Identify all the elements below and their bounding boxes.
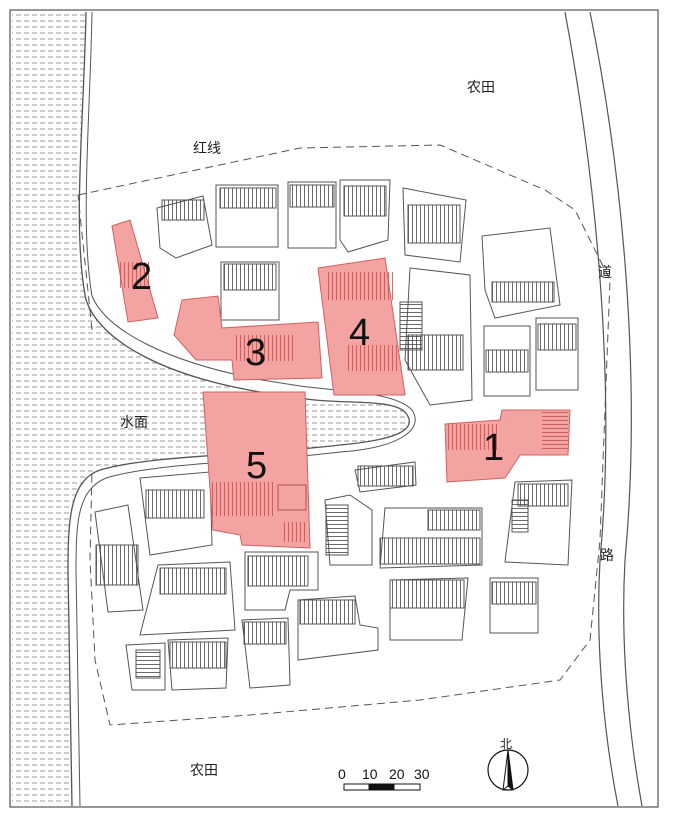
highlight-plot-4-roof bbox=[345, 345, 400, 371]
building-roof bbox=[135, 649, 161, 679]
building-roof bbox=[379, 537, 481, 565]
building-roof bbox=[95, 544, 139, 586]
north-arrow-icon bbox=[487, 749, 529, 792]
highlight-plot-5-roof bbox=[282, 522, 306, 542]
building-roof bbox=[343, 185, 387, 217]
building-roof bbox=[159, 567, 227, 595]
scale-tick-10: 10 bbox=[362, 766, 378, 782]
highlight-plot-2-roof bbox=[118, 262, 152, 288]
scale-bar bbox=[343, 783, 421, 791]
building-roof bbox=[485, 349, 529, 373]
building-roof bbox=[357, 465, 414, 487]
building-roof bbox=[145, 489, 205, 519]
building-roof bbox=[511, 499, 529, 533]
building-roof bbox=[243, 621, 287, 645]
plot-number-3: 3 bbox=[245, 332, 267, 374]
road-edge-east bbox=[589, 11, 643, 807]
building-roof bbox=[299, 599, 356, 625]
building-roof bbox=[491, 581, 537, 605]
plot-number-2: 2 bbox=[131, 256, 153, 298]
plot-number-5: 5 bbox=[246, 445, 268, 487]
highlighted-plots bbox=[111, 219, 571, 549]
building-roof bbox=[427, 509, 481, 531]
buildings bbox=[94, 179, 579, 691]
building-roof bbox=[399, 301, 423, 351]
building-roof bbox=[389, 579, 465, 609]
road-edge-west bbox=[564, 11, 619, 807]
building bbox=[481, 227, 561, 319]
north-label: 北 bbox=[500, 737, 513, 751]
highlight-plot-4-roof bbox=[325, 272, 395, 300]
farmland-south-label: 农田 bbox=[190, 763, 218, 779]
water-surface-label: 水面 bbox=[120, 415, 148, 431]
building-roof bbox=[161, 199, 205, 221]
highlight-plot-5-roof bbox=[210, 482, 275, 516]
plot-number-4: 4 bbox=[349, 312, 371, 354]
building-roof bbox=[537, 323, 577, 351]
highlight-plot-1-roof bbox=[542, 412, 568, 452]
building-roof bbox=[517, 483, 569, 507]
water-shoreline-inner bbox=[75, 11, 416, 807]
scale-tick-20: 20 bbox=[389, 766, 405, 782]
map-frame bbox=[9, 9, 659, 808]
building-roof bbox=[407, 204, 461, 244]
road-label-bottom: 路 bbox=[600, 548, 614, 564]
scale-tick-0: 0 bbox=[338, 766, 346, 782]
water-shoreline bbox=[67, 11, 410, 807]
farmland-north-label: 农田 bbox=[467, 80, 495, 96]
building-roof bbox=[169, 641, 227, 669]
building-roof bbox=[219, 187, 277, 209]
highlight-plot-3-roof bbox=[236, 335, 296, 361]
scale-tick-30: 30 bbox=[414, 766, 430, 782]
building-roof bbox=[247, 555, 309, 587]
building-roof bbox=[223, 263, 277, 291]
red-line-boundary bbox=[77, 144, 611, 726]
building-roof bbox=[325, 504, 349, 556]
plot-number-1: 1 bbox=[483, 427, 505, 469]
building-roof bbox=[289, 184, 335, 208]
highlight-plot-5-court bbox=[277, 484, 307, 511]
highlight-plot-1-roof bbox=[448, 424, 500, 450]
road-label-top: 道 bbox=[598, 265, 612, 281]
building-roof bbox=[491, 281, 555, 303]
red-line-label: 红线 bbox=[193, 141, 221, 157]
